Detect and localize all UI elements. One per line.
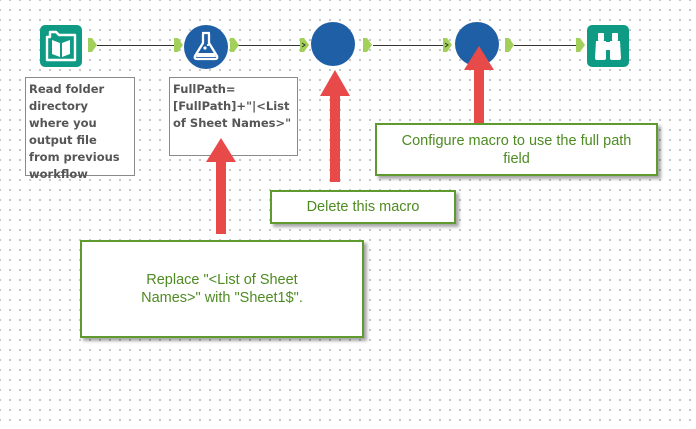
connection-line[interactable] [97,45,174,46]
directory-icon [40,25,82,67]
replace-callout[interactable]: Replace "<List of Sheet Names>" with "Sh… [80,240,364,338]
callout-text: Replace "<List of Sheet Names>" with "Sh… [141,272,303,306]
callout-text: Delete this macro [306,199,420,215]
red-arrow-icon [464,46,494,126]
callout-text: Configure macro to use the full path fie… [401,132,632,167]
connection-line[interactable] [238,45,300,46]
connection-line[interactable] [514,45,576,46]
delete-macro-callout[interactable]: Delete this macro [270,190,456,224]
output-anchor[interactable] [230,38,239,52]
directory-tool[interactable] [39,24,83,68]
formula-annotation[interactable]: FullPath= [FullPath]+"|<List of Sheet Na… [169,77,298,156]
browse-tool[interactable] [586,24,630,68]
binoculars-icon [587,25,629,67]
output-anchor[interactable] [363,38,372,52]
connection-line[interactable] [373,45,443,46]
directory-annotation[interactable]: Read folder directory where you output f… [25,77,135,181]
configure-macro-callout[interactable]: Configure macro to use the full path fie… [375,123,658,176]
flask-icon [184,25,228,69]
input-anchor[interactable] [443,38,452,52]
output-anchor[interactable] [505,38,514,52]
red-arrow-icon [320,70,350,182]
input-anchor[interactable] [300,38,309,52]
input-anchor[interactable] [576,38,585,52]
formula-tool[interactable] [183,24,229,70]
input-anchor[interactable] [174,38,183,52]
output-anchor[interactable] [88,38,97,52]
red-arrow-icon [206,138,236,234]
macro-tool[interactable] [311,22,355,66]
